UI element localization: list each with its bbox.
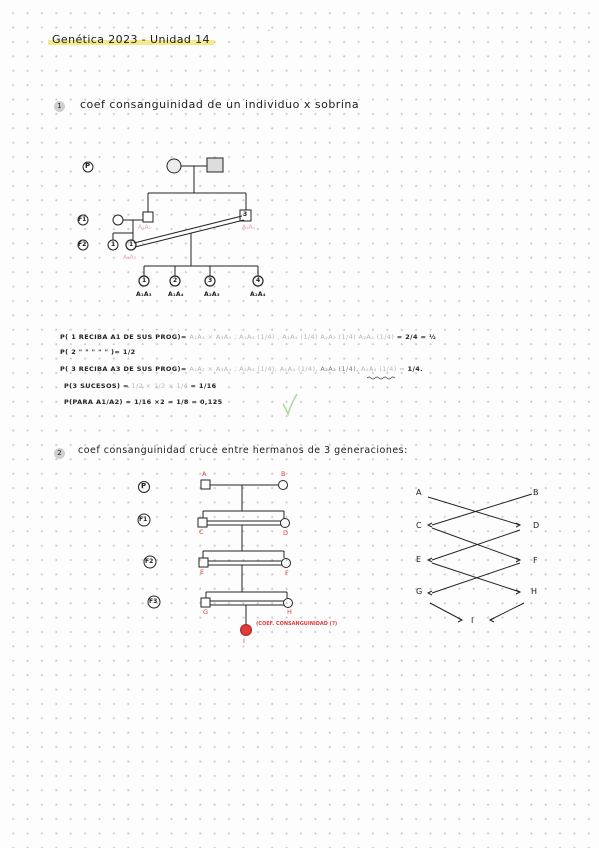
path-node-e: E	[416, 555, 422, 564]
p-male	[206, 157, 224, 173]
path-node-c: C	[416, 521, 422, 530]
equation-3-gray2: A₂A₄ (1/4) =	[361, 365, 406, 373]
gen-marker-p	[82, 161, 94, 173]
equation-4-gray: 1/2 × 1/2 × 1/4	[131, 382, 189, 390]
path-node-f: F	[533, 556, 538, 565]
gen-label-p: P	[85, 162, 91, 170]
path-node-g: G	[416, 587, 423, 596]
offspring-note: (COEF. CONSANGUINIDAD (?)	[256, 621, 338, 627]
gen-marker-f1	[77, 214, 89, 226]
label-a: A	[202, 470, 207, 478]
equation-3-result: 1/4.	[407, 365, 424, 373]
page-title: Genética 2023 - Unidad 14	[48, 33, 214, 46]
child-4-symbol	[252, 275, 264, 287]
child-4-genotype: A₂A₄	[250, 291, 266, 298]
gen2-label-f2: F2	[145, 558, 154, 565]
label-f: F	[285, 569, 289, 577]
label-b: B	[281, 470, 286, 478]
equation-3-underlined: A₂A₃ (1/4),	[320, 365, 359, 373]
section-number-1: 1	[54, 101, 65, 112]
equation-4-prefix: P(3 SUCESOS) =	[64, 382, 132, 390]
label-d: D	[283, 529, 289, 537]
equation-1-gray: A₁A₂ × A₃A₄ ; A₁A₃ (1/4) , A₁A₄ (1/4) A₂…	[189, 333, 395, 341]
equation-5-prefix: P(PARA A1/A2) =	[64, 398, 135, 406]
genotype-a1a2: A₁A₂	[138, 224, 152, 231]
path-node-a: A	[416, 488, 422, 497]
equation-2-prefix: P( 2 " " " " " )=	[60, 348, 123, 356]
genotype-a1a3: A₁A₃	[123, 254, 137, 261]
equation-4-result: = 1/16	[190, 382, 217, 390]
equation-3-prefix: P( 3 RECIBA A3 DE SUS PROG)=	[60, 365, 190, 373]
label-c: C	[199, 528, 204, 536]
check-mark	[282, 393, 298, 417]
gen2-label-f1: F1	[139, 516, 148, 523]
equation-1: P( 1 RECIBA A1 DE SUS PROG)= A₁A₂ × A₃A₄…	[60, 333, 436, 341]
gen2-marker-p	[138, 481, 150, 493]
gen-label-f1: F1	[78, 216, 87, 223]
label-i: I	[243, 637, 245, 645]
equation-2-result: 1/2	[122, 348, 136, 356]
f2-individual-niece	[125, 239, 137, 251]
child-2-symbol	[169, 275, 181, 287]
f1-male	[142, 211, 154, 223]
equation-2: P( 2 " " " " " )= 1/2	[60, 348, 136, 356]
gen2-label-f3: F3	[149, 598, 158, 605]
individual-1-label: 1	[111, 241, 116, 248]
child-2-genotype: A₁A₄	[168, 291, 184, 298]
path-node-d: D	[533, 521, 540, 530]
genotype-a3a4: A₃A₄	[242, 224, 256, 231]
child-3-symbol	[204, 275, 216, 287]
equation-5-result: 1/16 ×2 = 1/8 = 0,125	[134, 398, 223, 406]
child-4-num: 4	[256, 277, 261, 284]
gen-label-f2: F2	[78, 241, 87, 248]
equation-1-prefix: P( 1 RECIBA A1 DE SUS PROG)=	[60, 333, 190, 341]
section-1-heading: coef consanguinidad de un individuo x so…	[80, 98, 360, 111]
child-3-genotype: A₂A₃	[204, 291, 220, 298]
child-1-genotype: A₁A₃	[136, 291, 152, 298]
gen2-label-p: P	[141, 482, 147, 490]
niece-label: 1	[129, 241, 134, 248]
path-node-i: I	[471, 616, 474, 625]
offspring-i-symbol	[240, 624, 252, 636]
gen2-marker-f1	[137, 513, 151, 527]
child-2-num: 2	[173, 277, 178, 284]
f1-individual-3	[239, 209, 252, 222]
label-h: H	[287, 608, 292, 616]
gen2-marker-f2	[143, 555, 157, 569]
equation-5: P(PARA A1/A2) = 1/16 ×2 = 1/8 = 0,125	[64, 398, 223, 406]
section-number-2: 2	[54, 448, 65, 459]
individual-3-label: 3	[243, 211, 248, 218]
child-3-num: 3	[208, 277, 213, 284]
path-node-b: B	[533, 488, 539, 497]
equation-3-gray: A₁A₂ × A₃A₄ ; A₁A₃ (1/4), A₁A₄ (1/4),	[189, 365, 318, 373]
equation-3: P( 3 RECIBA A3 DE SUS PROG)= A₁A₂ × A₃A₄…	[60, 365, 423, 373]
section-2-heading: coef consanguinidad cruce entre hermanos…	[78, 445, 408, 456]
f2-individual-1	[107, 239, 119, 251]
gen-marker-f2	[77, 239, 89, 251]
label-e: E	[200, 568, 205, 576]
child-1-num: 1	[142, 277, 147, 284]
equation-4: P(3 SUCESOS) = 1/2 × 1/2 × 1/4 = 1/16	[64, 382, 217, 390]
stray-mark: ·	[268, 28, 270, 35]
gen2-marker-f3	[147, 595, 161, 609]
equation-1-result: = 2/4 = ½	[396, 333, 437, 341]
label-g: G	[203, 608, 209, 616]
child-1-symbol	[138, 275, 150, 287]
path-node-h: H	[531, 587, 538, 596]
